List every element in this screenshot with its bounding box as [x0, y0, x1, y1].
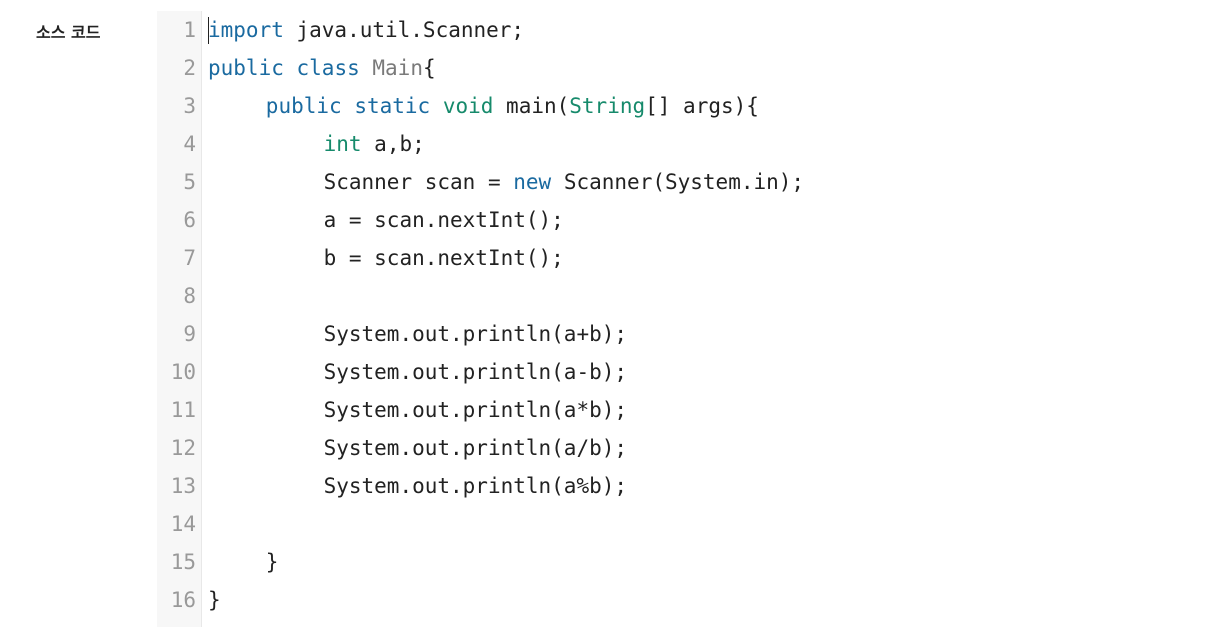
code-text: } [208, 581, 221, 619]
code-line[interactable]: 7 b = scan.nextInt(); [157, 239, 1217, 277]
code-editor[interactable]: 1 import java.util.Scanner; 2 public class … [157, 11, 1217, 627]
line-number: 14 [170, 512, 196, 536]
code-token: b = scan.nextInt(); [323, 246, 564, 270]
code-line[interactable]: 3 public static void main(String[] args){ [157, 87, 1217, 125]
line-number: 11 [170, 398, 196, 422]
code-token: import [208, 18, 284, 42]
code-line[interactable]: 11 System.out.println(a*b); [157, 391, 1217, 429]
code-token: System.out.println(a+b); [323, 322, 628, 346]
code-line[interactable]: 9 System.out.println(a+b); [157, 315, 1217, 353]
code-line[interactable]: 8 [157, 277, 1217, 315]
code-token: } [265, 550, 279, 574]
code-line[interactable]: 4 int a,b; [157, 125, 1217, 163]
code-line[interactable]: 12 System.out.println(a/b); [157, 429, 1217, 467]
line-number: 10 [170, 360, 196, 384]
section-label: 소스 코드 [36, 23, 101, 42]
line-number: 1 [183, 18, 196, 42]
code-token: System.out.println(a*b); [323, 398, 628, 422]
code-line[interactable]: 1 import java.util.Scanner; [157, 11, 1217, 49]
code-token: java.util.Scanner; [283, 18, 525, 42]
line-number: 5 [183, 170, 196, 194]
code-token: System.out.println(a/b); [323, 436, 628, 460]
code-token: a = scan.nextInt(); [323, 208, 564, 232]
code-token: [] args){ [645, 94, 759, 118]
line-number: 9 [183, 322, 196, 346]
code-token [360, 56, 373, 80]
code-token: System.out.println(a-b); [323, 360, 628, 384]
line-number: 16 [170, 588, 196, 612]
code-text: a = scan.nextInt(); [208, 201, 564, 239]
code-text: import java.util.Scanner; [208, 11, 524, 49]
code-line[interactable]: 10 System.out.println(a-b); [157, 353, 1217, 391]
code-token: System.out.println(a%b); [323, 474, 628, 498]
code-text: System.out.println(a-b); [208, 353, 627, 391]
code-line[interactable]: 14 [157, 505, 1217, 543]
line-number: 6 [183, 208, 196, 232]
code-text: b = scan.nextInt(); [208, 239, 564, 277]
line-number: 8 [183, 284, 196, 308]
code-lines: 1 import java.util.Scanner; 2 public class … [157, 11, 1217, 619]
code-text: public static void main(String[] args){ [208, 87, 759, 125]
code-text: } [208, 543, 279, 581]
code-token: { [422, 56, 436, 80]
code-token: Main [372, 56, 423, 80]
code-line[interactable]: 6 a = scan.nextInt(); [157, 201, 1217, 239]
code-token [284, 56, 297, 80]
code-line[interactable]: 2 public class Main{ [157, 49, 1217, 87]
code-token [342, 94, 355, 118]
code-token: main( [493, 94, 570, 118]
code-token: } [208, 588, 221, 612]
line-number-gutter [157, 11, 202, 627]
code-token: public [265, 94, 342, 118]
code-line[interactable]: 15} [157, 543, 1217, 581]
code-token: int [323, 132, 362, 156]
code-text: int a,b; [208, 125, 425, 163]
code-token: new [513, 170, 552, 194]
code-token: public [208, 56, 284, 80]
line-number: 2 [183, 56, 196, 80]
line-number: 13 [170, 474, 196, 498]
code-token: void [442, 94, 494, 118]
code-text: System.out.println(a*b); [208, 391, 627, 429]
code-line[interactable]: 5 Scanner scan = new Scanner(System.in); [157, 163, 1217, 201]
code-token: Scanner(System.in); [551, 170, 805, 194]
line-number: 15 [170, 550, 196, 574]
code-token: static [354, 94, 431, 118]
text-cursor [208, 17, 209, 44]
code-text: System.out.println(a+b); [208, 315, 627, 353]
code-text: System.out.println(a%b); [208, 467, 627, 505]
line-number: 7 [183, 246, 196, 270]
code-text: Scanner scan = new Scanner(System.in); [208, 163, 804, 201]
line-number: 12 [170, 436, 196, 460]
code-token: class [296, 56, 360, 80]
code-token: Scanner scan = [323, 170, 514, 194]
code-token: String [569, 94, 646, 118]
line-number: 4 [183, 132, 196, 156]
code-token: a,b; [361, 132, 425, 156]
line-number: 3 [183, 94, 196, 118]
code-text: public class Main{ [208, 49, 436, 87]
code-line[interactable]: 16} [157, 581, 1217, 619]
code-line[interactable]: 13 System.out.println(a%b); [157, 467, 1217, 505]
code-token [430, 94, 443, 118]
code-text: System.out.println(a/b); [208, 429, 627, 467]
